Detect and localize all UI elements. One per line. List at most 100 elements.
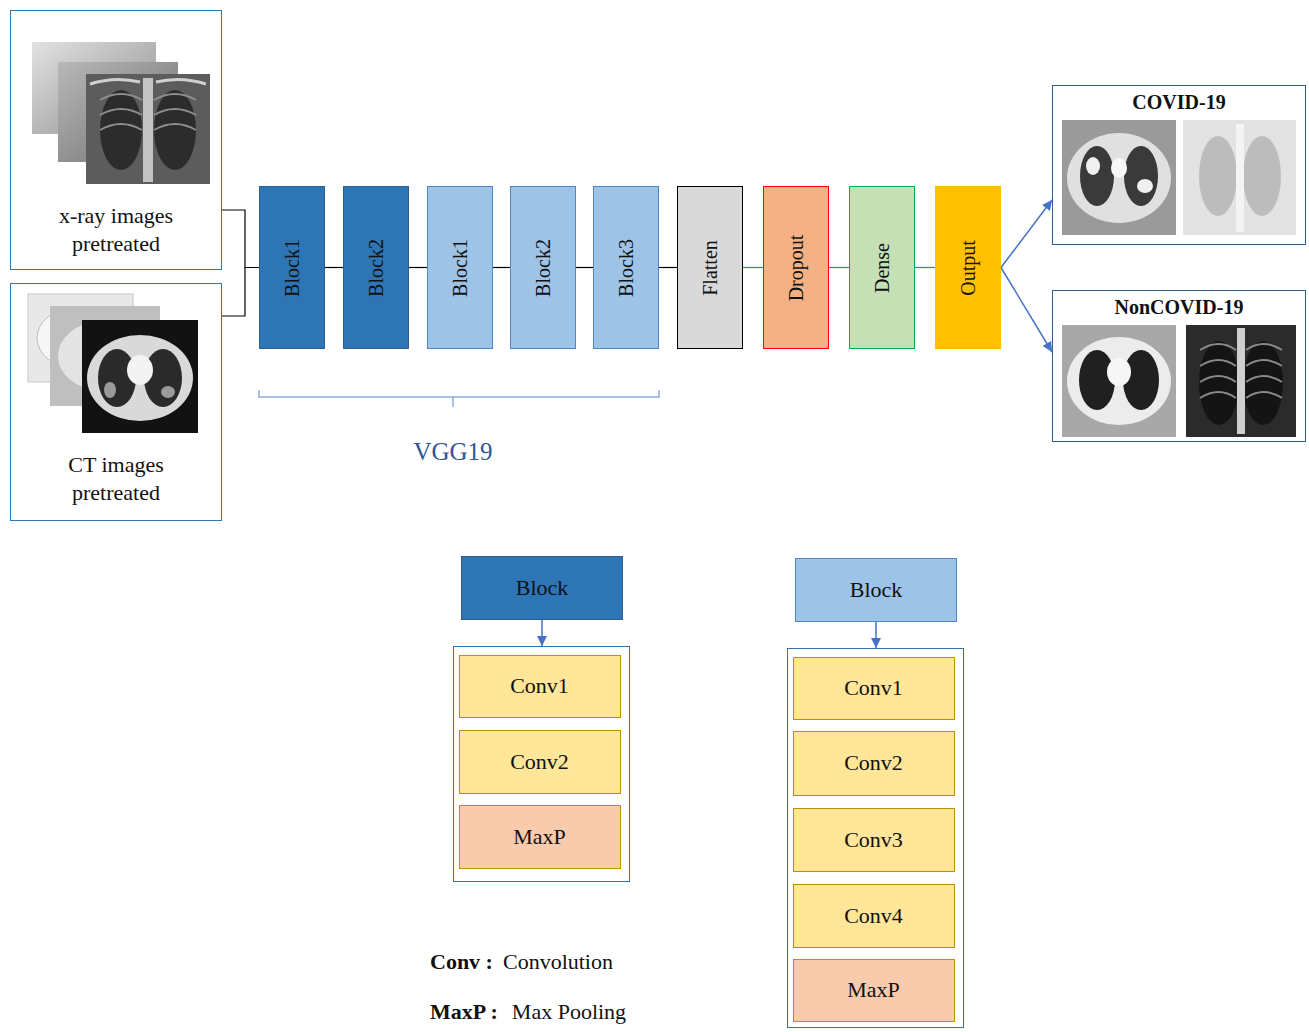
pool-layer-text: MaxP: [847, 976, 900, 1004]
vgg-block: Block2: [343, 186, 409, 349]
legend-key: MaxP :: [430, 998, 498, 1026]
connector-line: [659, 267, 677, 268]
vgg-block-text: Block2: [531, 239, 556, 297]
conv-layer: Conv2: [793, 731, 955, 796]
connector-arrow: [541, 620, 543, 646]
ct-stack: [104, 382, 116, 398]
covid-images: [1062, 120, 1176, 235]
input-panel-text: x-ray images pretreated: [26, 202, 206, 257]
covid-images: [1183, 120, 1296, 235]
output-layer: Output: [935, 186, 1001, 349]
class-panel: NonCOVID-19: [1052, 290, 1306, 442]
conv-layer: Conv1: [459, 655, 621, 718]
vgg-block: Block1: [427, 186, 493, 349]
conv-layer-text: Conv1: [844, 674, 903, 702]
conv-layer-text: Conv4: [844, 902, 903, 930]
xray-stack: [143, 78, 153, 182]
covid-images: [1062, 120, 1296, 235]
connector-line: [829, 267, 849, 268]
xray-stack: [32, 42, 210, 184]
vgg-block-text: Block1: [448, 239, 473, 297]
conv-layer-text: Conv1: [510, 672, 569, 700]
noncovid-images: [1186, 325, 1296, 437]
xray-stack: [90, 79, 206, 84]
bracket: [259, 390, 659, 407]
ct-stack: [161, 386, 175, 398]
noncovid-images: [1107, 358, 1131, 386]
noncovid-images: [1062, 325, 1176, 437]
covid-images: [1236, 124, 1244, 232]
legend-desc: Max Pooling: [512, 998, 626, 1026]
group-label: VGG19: [413, 436, 492, 467]
ct-stack: [87, 335, 193, 421]
connector-line: [743, 267, 763, 268]
noncovid-images: [1200, 344, 1282, 398]
block-container: Conv1Conv2Conv3Conv4MaxP: [787, 648, 964, 1028]
covid-images: [1199, 136, 1237, 216]
dropout-layer: Dropout: [763, 186, 829, 349]
vgg-block-text: Block2: [364, 239, 389, 297]
covid-images: [1111, 158, 1127, 178]
covid-images: [1080, 146, 1114, 206]
flatten-layer-text: Flatten: [698, 240, 723, 296]
flatten-layer: Flatten: [677, 186, 743, 349]
ct-stack: [127, 355, 153, 385]
connector-line: [222, 210, 259, 268]
conv-layer-text: Conv2: [844, 749, 903, 777]
dropout-layer-text: Dropout: [784, 234, 809, 301]
connector-line: [576, 267, 593, 268]
covid-images: [1137, 179, 1153, 193]
covid-images: [1243, 136, 1281, 216]
connector-line: [222, 268, 259, 317]
covid-images: [1124, 146, 1158, 206]
connector-arrow: [1001, 268, 1052, 353]
legend-desc: Convolution: [503, 948, 613, 976]
dense-layer: Dense: [849, 186, 915, 349]
vgg-block: Block1: [259, 186, 325, 349]
noncovid-images: [1243, 341, 1283, 425]
connector-line: [409, 267, 427, 268]
covid-images: [1067, 133, 1171, 223]
block-container: Conv1Conv2MaxP: [453, 646, 630, 882]
xray-stack: [100, 90, 142, 170]
class-panel: COVID-19: [1052, 85, 1306, 245]
class-panel-text: COVID-19: [1132, 90, 1225, 115]
class-panel-text: NonCOVID-19: [1115, 295, 1244, 320]
noncovid-images: [1199, 341, 1239, 425]
xray-stack: [154, 90, 196, 170]
vgg-block-text: Block3: [614, 239, 639, 297]
legend-key: Conv :: [430, 948, 493, 976]
output-layer-text: Output: [956, 240, 981, 296]
noncovid-images: [1062, 325, 1296, 437]
vgg-block: Block2: [510, 186, 576, 349]
xray-stack: [86, 74, 210, 184]
block-header-text: Block: [516, 574, 569, 602]
block-header-text: Block: [850, 576, 903, 604]
covid-images: [1086, 157, 1100, 175]
connector-line: [493, 267, 510, 268]
conv-layer: Conv1: [793, 657, 955, 720]
conv-layer: Conv3: [793, 808, 955, 872]
ct-stack: [82, 320, 198, 433]
ct-stack: [28, 294, 198, 433]
connector-arrow: [875, 622, 877, 648]
noncovid-images: [1237, 328, 1245, 434]
conv-layer-text: Conv3: [844, 826, 903, 854]
conv-layer: Conv2: [459, 730, 621, 794]
pool-layer: MaxP: [793, 959, 955, 1022]
noncovid-images: [1067, 337, 1171, 425]
dense-layer-text: Dense: [870, 243, 895, 293]
connector-arrow: [1001, 200, 1052, 268]
vgg-block: Block3: [593, 186, 659, 349]
input-panel-text: CT images pretreated: [26, 451, 206, 506]
input-panel: CT images pretreated: [10, 283, 222, 521]
pool-layer-text: MaxP: [513, 823, 566, 851]
block-header: Block: [461, 556, 623, 620]
conv-layer-text: Conv2: [510, 748, 569, 776]
vgg-block-text: Block1: [280, 239, 305, 297]
xray-stack: [100, 94, 196, 130]
block-header: Block: [795, 558, 957, 622]
